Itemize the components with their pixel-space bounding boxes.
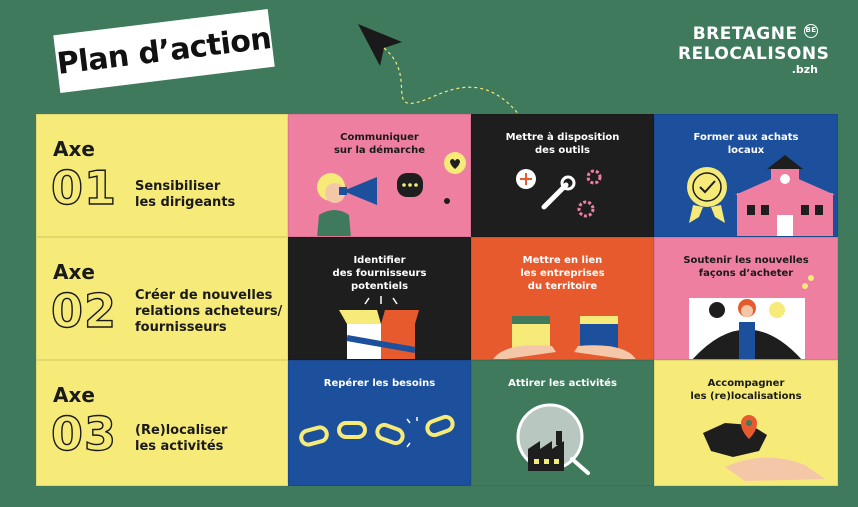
axe-2-cell: Axe 02 Créer de nouvelles relations ache… (36, 237, 288, 360)
action-title: Former aux achats locaux (693, 132, 799, 156)
cursor-arrow-icon (358, 24, 521, 117)
logo-line-2: RELOCALISONS (678, 44, 830, 64)
megaphone-icon (317, 152, 466, 236)
axe-3-text-line: les activités (135, 439, 224, 454)
tools-icon (516, 169, 602, 218)
people-icon (689, 275, 814, 359)
action-accompagner: Accompagner les (re)localisations (654, 360, 838, 486)
axe-2-text: Créer de nouvelles relations acheteurs/ … (135, 288, 285, 336)
action-title: Mettre à disposition des outils (505, 132, 620, 156)
axe-3-label: Axe (53, 383, 95, 407)
axe-1-text-line: les dirigeants (135, 195, 236, 210)
axe-2-number: 02 (50, 283, 118, 338)
action-title: Attirer les activités (508, 378, 617, 389)
school-icon (687, 155, 835, 236)
action-identifier: Identifier des fournisseurs potentiels (288, 237, 471, 360)
axe-3-text: (Re)localiser les activités (135, 423, 285, 455)
action-mettre-en-lien: Mettre en lien les entreprises du territ… (471, 237, 654, 360)
action-former: Former aux achats locaux (654, 114, 838, 237)
logo-badge: BE (804, 24, 818, 38)
magnifier-factory-icon (516, 403, 590, 475)
axe-1-number: 01 (50, 160, 118, 215)
axe-2-text-line: fournisseurs (135, 320, 227, 335)
axe-1-label: Axe (53, 137, 95, 161)
action-plan-grid: Axe 01 Sensibiliser les dirigeants Commu… (36, 114, 838, 486)
axe-2-label: Axe (53, 260, 95, 284)
axe-1-cell: Axe 01 Sensibiliser les dirigeants (36, 114, 288, 237)
action-title: Soutenir les nouvelles façons d’acheter (683, 255, 809, 279)
axe-3-cell: Axe 03 (Re)localiser les activités (36, 360, 288, 486)
action-reperer: Repérer les besoins (288, 360, 471, 486)
action-title: Identifier des fournisseurs potentiels (332, 255, 427, 292)
action-outils: Mettre à disposition des outils (471, 114, 654, 237)
action-title: Accompagner les (re)localisations (690, 378, 802, 402)
brand-logo: BRETAGNE BE RELOCALISONS .bzh (678, 24, 830, 76)
axe-3-number: 03 (50, 406, 118, 461)
logo-line-1: BRETAGNE (692, 24, 798, 44)
page-title: Plan d’action (55, 20, 273, 82)
action-title: Mettre en lien les entreprises du territ… (520, 255, 605, 292)
axe-1-text: Sensibiliser les dirigeants (135, 179, 285, 211)
action-attirer: Attirer les activités (471, 360, 654, 486)
box-icon (339, 296, 419, 359)
page-title-box: Plan d’action (53, 9, 275, 93)
hand-map-icon (703, 415, 825, 481)
axe-2-text-line: relations acheteurs/ (135, 304, 283, 319)
action-title: Repérer les besoins (323, 378, 436, 389)
hands-boxes-icon (493, 316, 636, 359)
axe-2-text-line: Créer de nouvelles (135, 288, 273, 303)
action-communiquer: Communiquer sur la démarche (288, 114, 471, 237)
chain-icon (299, 414, 455, 448)
action-title: Communiquer sur la démarche (333, 132, 425, 156)
action-soutenir: Soutenir les nouvelles façons d’acheter (654, 237, 838, 360)
axe-3-text-line: (Re)localiser (135, 423, 228, 438)
axe-1-text-line: Sensibiliser (135, 179, 221, 194)
logo-line-3: .bzh (791, 63, 818, 76)
